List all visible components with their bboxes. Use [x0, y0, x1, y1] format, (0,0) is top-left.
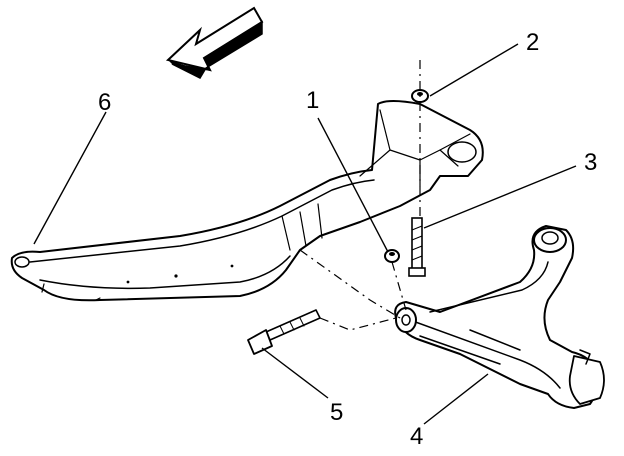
- forward-direction-arrow-icon: [165, 6, 264, 79]
- callout-1: 1: [306, 87, 319, 114]
- nut-1: [384, 249, 400, 263]
- callout-5: 5: [330, 399, 343, 426]
- callout-2: 2: [526, 29, 539, 56]
- bolt-3: [408, 217, 426, 277]
- callout-6: 6: [98, 89, 111, 116]
- bolt-5: [247, 309, 321, 355]
- callout-3: 3: [584, 149, 597, 176]
- assembly-centerlines: [299, 60, 421, 331]
- callout-4: 4: [410, 423, 423, 450]
- callout-labels: 1 2 3 4 5 6: [98, 29, 597, 450]
- lower-control-arm: [394, 225, 605, 409]
- leader-lines: [33, 43, 577, 425]
